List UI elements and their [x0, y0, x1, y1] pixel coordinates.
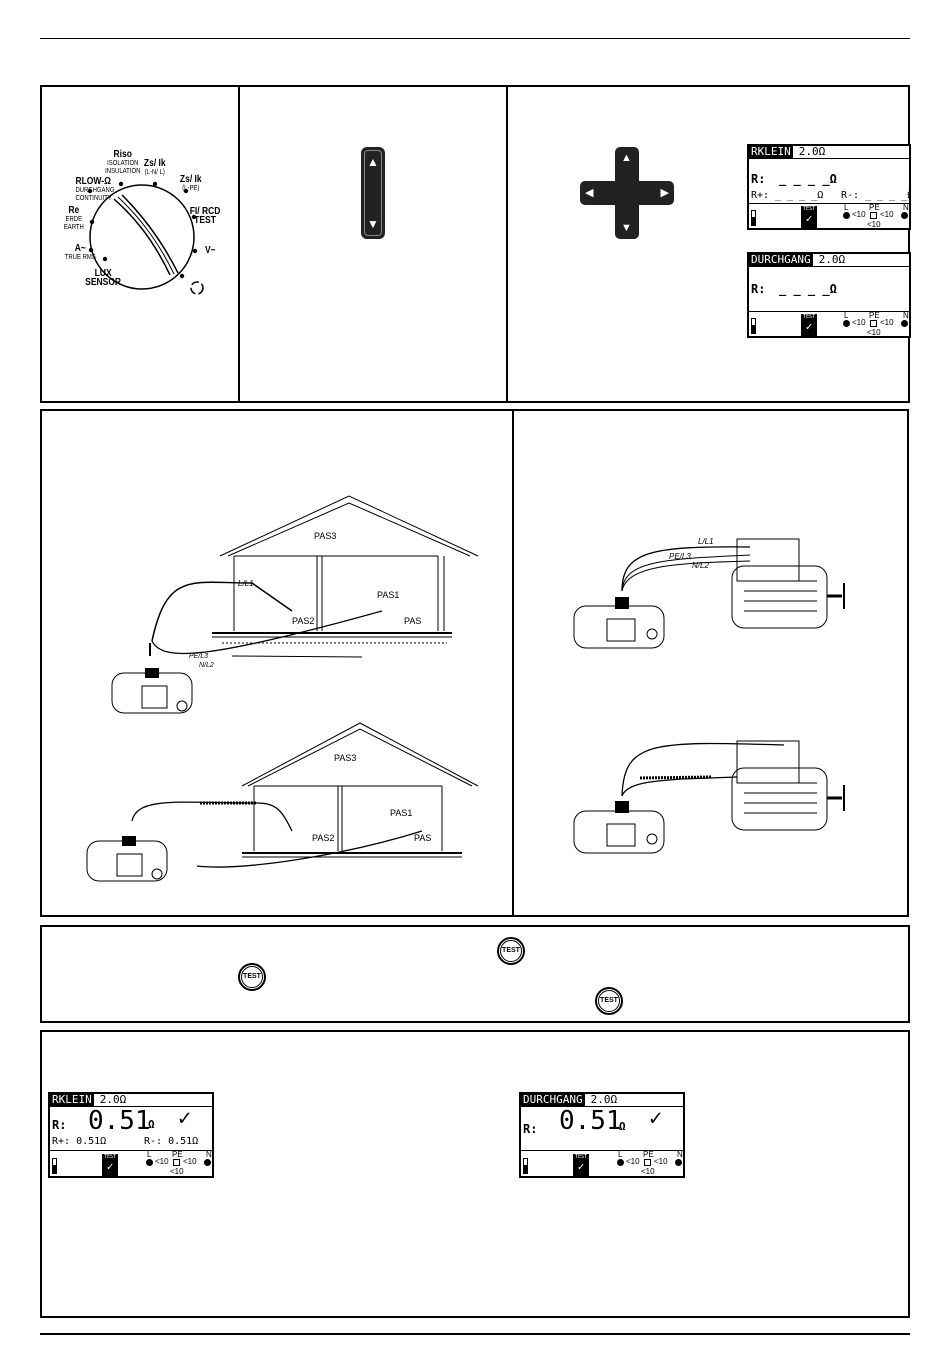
dial-label-amp: A~TRUE RMS: [64, 243, 96, 262]
svg-text:PE/L3: PE/L3: [669, 552, 691, 561]
instrument-icon: [86, 668, 193, 882]
motor-wiring-diagram: L/L1 PE/L3 N/L2: [573, 537, 845, 854]
terminal-n-icon: [675, 1159, 682, 1166]
terminal-n-icon: [901, 212, 908, 219]
terminal-pe-icon: [870, 212, 877, 219]
terminal-l-icon: [843, 320, 850, 327]
check-icon: ✓: [649, 1106, 663, 1131]
test-ok-icon: TEST✓: [102, 1154, 118, 1176]
arrow-up-icon: ▲: [367, 155, 379, 169]
arrow-left-icon: ◀: [585, 187, 594, 199]
dial-label-volt: V~: [204, 245, 216, 256]
instrument-icon: [573, 597, 665, 854]
pas3-label: PAS3: [314, 531, 336, 541]
svg-text:PAS: PAS: [414, 833, 431, 843]
battery-icon: [751, 318, 756, 334]
top-rule: [40, 38, 910, 39]
svg-text:N/L2: N/L2: [199, 662, 214, 669]
svg-text:PE/L3: PE/L3: [189, 653, 208, 660]
test-key-panel: TEST TEST TEST: [40, 925, 910, 1023]
test-key-button[interactable]: TEST: [238, 963, 266, 991]
arrow-down-icon: ▼: [367, 217, 379, 231]
house-wiring-diagram: PAS3 PAS2 PAS1 PAS L/L1 PE/L3 N/L2 PAS3 …: [86, 495, 479, 882]
arrow-down-icon: ▼: [621, 222, 632, 234]
check-icon: ✓: [178, 1106, 192, 1131]
battery-icon: [52, 1158, 57, 1174]
terminal-n-icon: [204, 1159, 211, 1166]
battery-icon: [751, 210, 756, 226]
rotary-knob-icon: [87, 181, 204, 295]
arrow-right-icon: ▶: [660, 187, 669, 199]
battery-icon: [523, 1158, 528, 1174]
arrow-up-icon: ▲: [621, 152, 632, 164]
svg-text:PAS1: PAS1: [390, 808, 412, 818]
connection-diagrams-panel: PAS3 PAS2 PAS1 PAS L/L1 PE/L3 N/L2 PAS3 …: [40, 409, 909, 917]
terminal-n-icon: [901, 320, 908, 327]
terminal-pe-icon: [644, 1159, 651, 1166]
terminal-l-icon: [843, 212, 850, 219]
svg-text:PAS2: PAS2: [312, 833, 334, 843]
terminal-pe-icon: [870, 320, 877, 327]
terminal-pe-icon: [173, 1159, 180, 1166]
bottom-rule: [40, 1333, 910, 1335]
svg-text:N/L2: N/L2: [692, 561, 709, 570]
test-key-button[interactable]: TEST: [497, 937, 525, 965]
pas-label: PAS: [404, 616, 421, 626]
svg-text:PAS3: PAS3: [334, 753, 356, 763]
svg-text:L/L1: L/L1: [238, 579, 254, 588]
dial-label-zs-lpe: Zs/ Ik(L-PE): [179, 174, 202, 193]
test-ok-icon: TEST✓: [573, 1154, 589, 1176]
test-ok-icon: TEST✓: [801, 206, 817, 228]
test-ok-icon: TEST✓: [801, 314, 817, 336]
up-down-key[interactable]: ▲ ▼: [361, 147, 385, 239]
dial-label-zs-ln: Zs/ Ik(L-N/ L): [143, 158, 166, 177]
pas1-label: PAS1: [377, 590, 399, 600]
svg-text:L/L1: L/L1: [698, 537, 714, 546]
terminal-l-icon: [146, 1159, 153, 1166]
pas2-label: PAS2: [292, 616, 314, 626]
cursor-cross-key[interactable]: ▲ ▼ ◀ ▶: [580, 147, 674, 239]
test-key-button[interactable]: TEST: [595, 987, 623, 1015]
terminal-l-icon: [617, 1159, 624, 1166]
